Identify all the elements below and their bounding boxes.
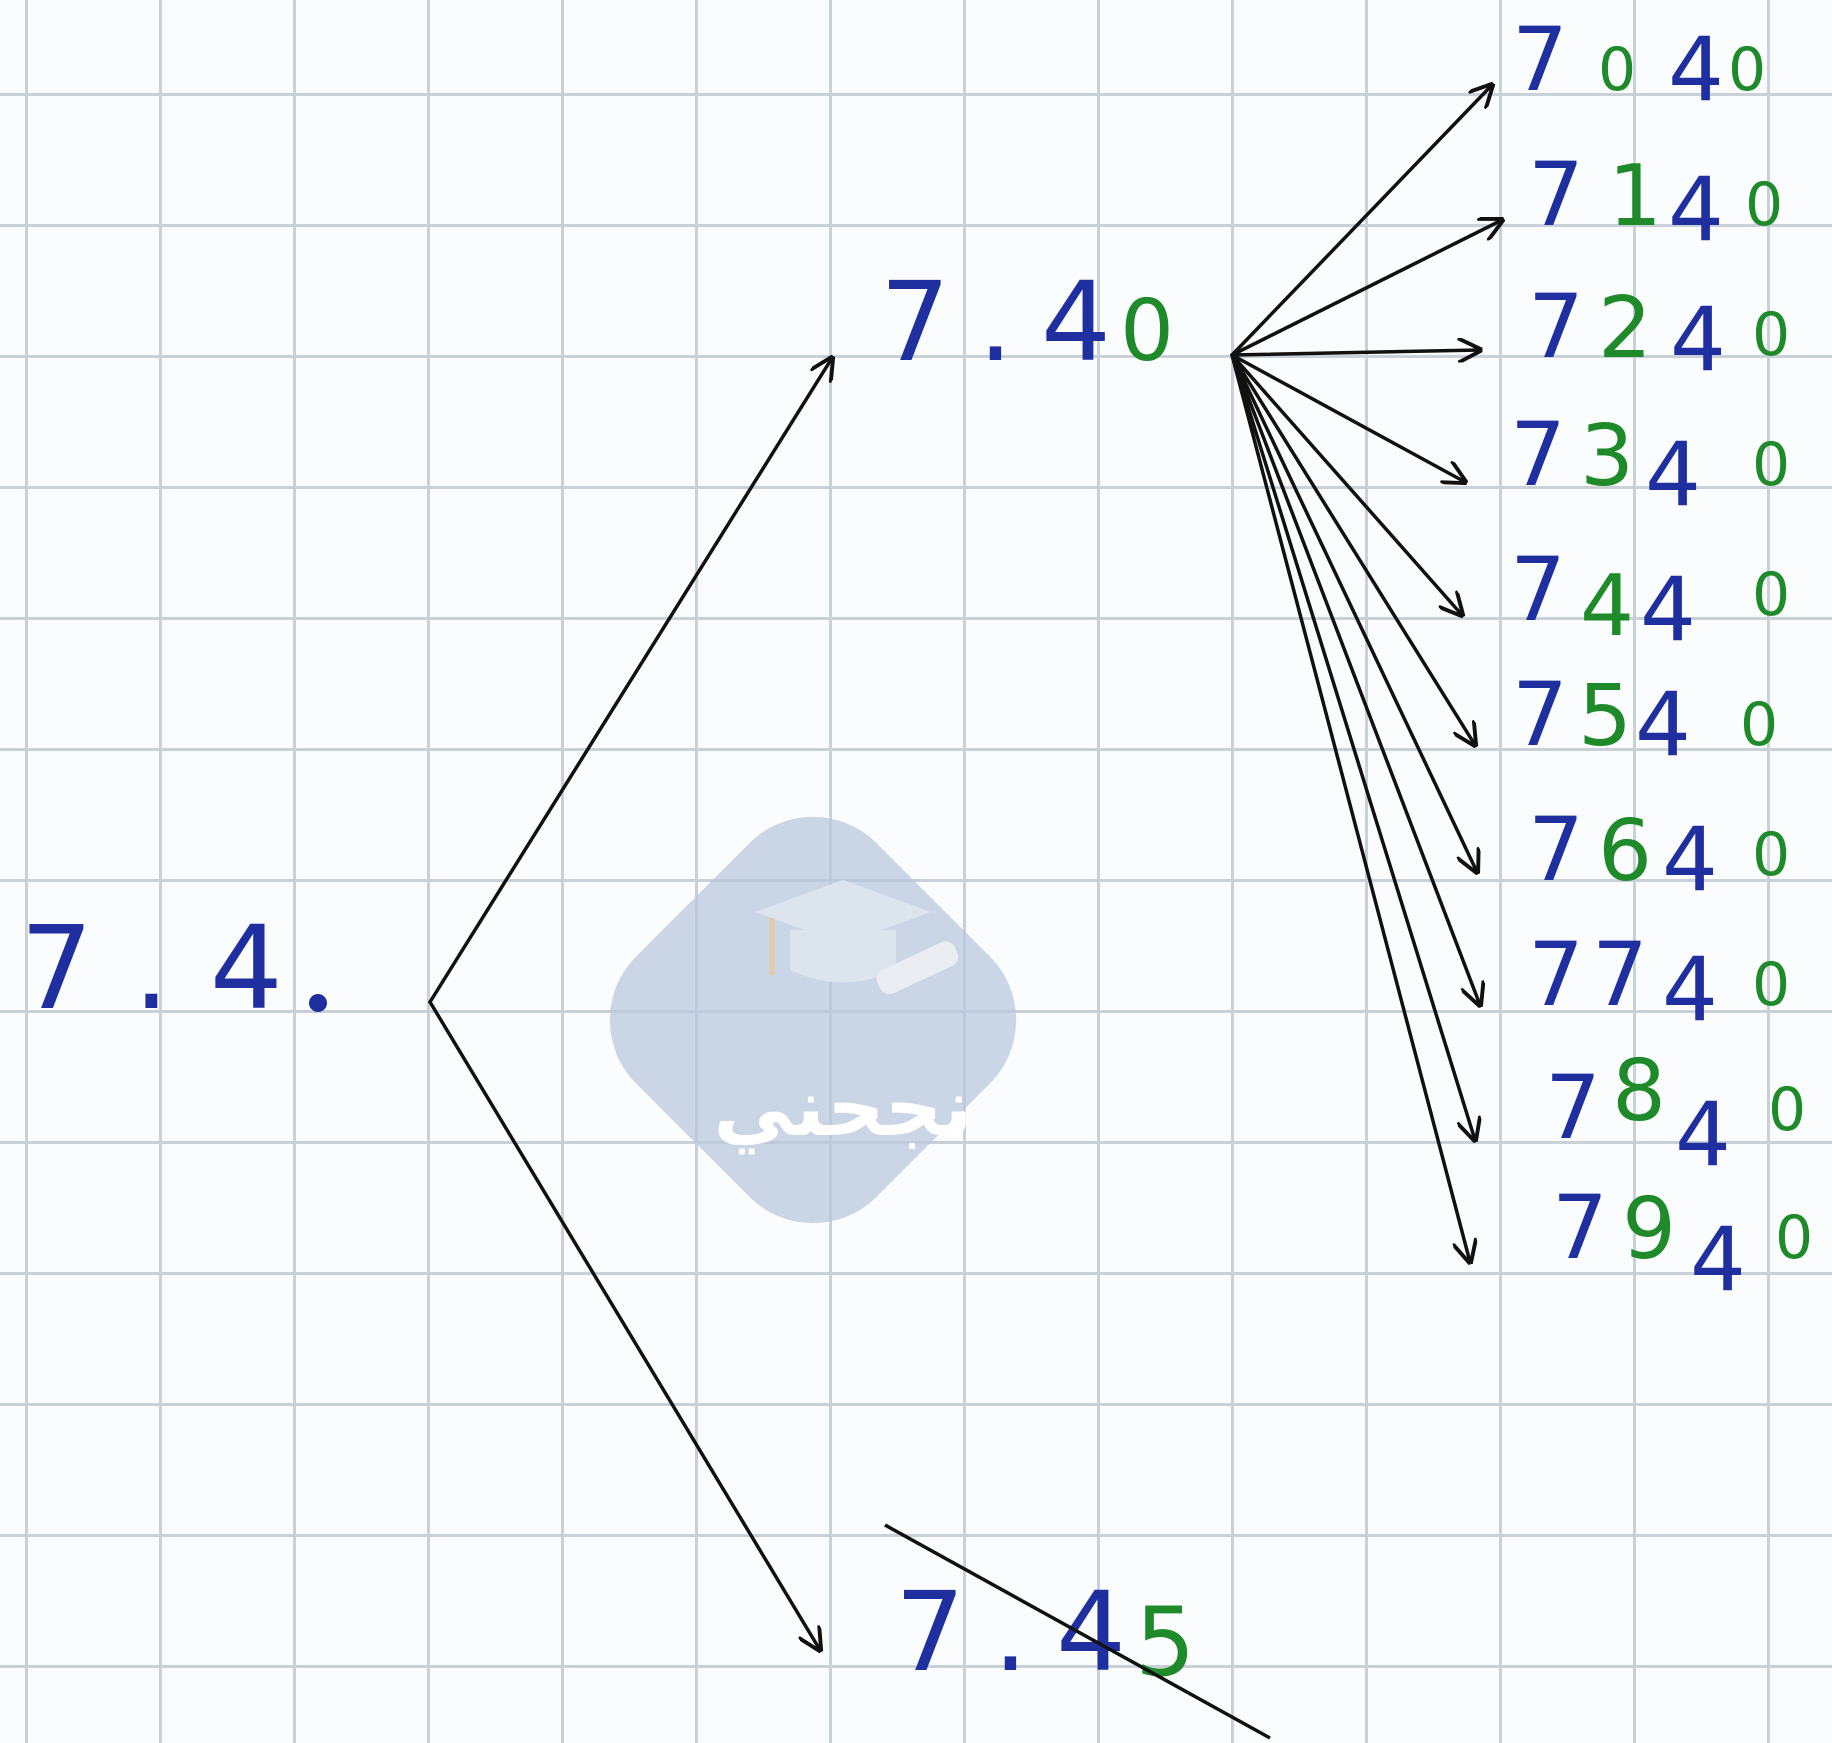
leaf-number: 7 3 4 0: [1510, 403, 1790, 526]
leaf-number: 7 6 4 0: [1528, 798, 1790, 911]
graduation-cap-icon: [755, 880, 959, 995]
leaf-digit: 0: [1752, 820, 1790, 890]
leaf-digit: 4: [1670, 288, 1726, 391]
leaf-digit: 7: [1528, 798, 1584, 901]
leaf-digit: 7: [1510, 403, 1566, 506]
branch-top-prefix: 7.4: [880, 258, 1139, 386]
leaf-number: 7 2 4 0: [1528, 275, 1790, 391]
leaf-digit: 0: [1752, 430, 1790, 500]
leaf-number: 7 9 4 0: [1552, 1176, 1813, 1311]
leaf-digit: 4: [1662, 938, 1718, 1041]
arrow-to-leaf: [1230, 353, 1462, 615]
leaf-digit: 5: [1578, 667, 1632, 766]
leaf-digit: 7: [1528, 275, 1584, 378]
leaf-digit: 7: [1528, 143, 1584, 246]
leaf-digit: 0: [1752, 950, 1790, 1020]
leaf-digit: 4: [1635, 673, 1691, 776]
leaf-numbers: 7 0 4 0 7 1 4 0 7 2 4 0 7 3 4 0 7 4 4 0: [1510, 8, 1813, 1311]
leaf-number: 7 0 4 0: [1512, 8, 1766, 121]
leaf-digit: 4: [1662, 808, 1718, 911]
leaf-digit: 4: [1640, 558, 1696, 661]
leaf-arrows: [1230, 85, 1502, 1262]
leaf-digit: 0: [1752, 560, 1790, 630]
leaf-digit: 0: [1752, 300, 1790, 370]
arrow-to-745: [428, 1000, 820, 1650]
leaf-digit: 7: [1592, 923, 1648, 1026]
leaf-digit: 0: [1598, 35, 1636, 105]
arrow-to-740: [428, 358, 832, 1004]
leaf-digit: 4: [1690, 1208, 1746, 1311]
watermark-text: نجحني: [714, 1061, 973, 1154]
leaf-digit: 0: [1728, 35, 1766, 105]
leaf-digit: 7: [1545, 1056, 1601, 1159]
leaf-digit: 4: [1675, 1083, 1731, 1186]
leaf-digit: 4: [1668, 158, 1724, 261]
leaf-number: 7 1 4 0: [1528, 143, 1783, 261]
leaf-digit: 4: [1580, 557, 1634, 656]
root-number: 7.4: [20, 902, 327, 1036]
leaf-number: 7 5 4 0: [1512, 663, 1778, 776]
leaf-digit: 0: [1775, 1203, 1813, 1273]
leaf-digit: 7: [1528, 923, 1584, 1026]
leaf-digit: 7: [1552, 1176, 1608, 1279]
arrow-to-leaf: [1230, 350, 1480, 355]
leaf-digit: 4: [1645, 423, 1701, 526]
branch-top-number: 7.4 0: [880, 258, 1174, 386]
arrow-to-leaf: [1230, 353, 1470, 1262]
leaf-digit: 4: [1668, 18, 1724, 121]
strike-through-line: [884, 1523, 1271, 1740]
leaf-digit: 7: [1512, 8, 1568, 111]
root-prefix: 7.4: [20, 902, 323, 1036]
root-blank-dot: [309, 994, 327, 1012]
leaf-digit: 0: [1740, 690, 1778, 760]
arrow-to-leaf: [1230, 353, 1477, 872]
arrow-to-leaf: [1230, 353, 1465, 482]
leaf-digit: 6: [1598, 802, 1652, 901]
arrow-to-leaf: [1230, 85, 1492, 357]
leaf-digit: 1: [1608, 147, 1662, 246]
branch-bottom-prefix: 7.4: [895, 1568, 1154, 1696]
leaf-digit: 0: [1745, 170, 1783, 240]
leaf-number: 7 7 4 0: [1528, 923, 1790, 1041]
branch-top-digit: 0: [1120, 282, 1174, 381]
watermark: نجحني: [609, 816, 1017, 1224]
leaf-number: 7 8 4 0: [1545, 1042, 1806, 1186]
arrow-to-leaf: [1230, 353, 1480, 1005]
watermark-badge: [609, 816, 1017, 1224]
leaf-digit: 9: [1622, 1180, 1676, 1279]
branch-bottom-number: 7.4 5: [884, 1523, 1271, 1740]
leaf-digit: 7: [1512, 663, 1568, 766]
leaf-number: 7 4 4 0: [1510, 538, 1790, 661]
leaf-digit: 3: [1580, 407, 1634, 506]
leaf-digit: 7: [1510, 538, 1566, 641]
arrow-to-leaf: [1230, 353, 1475, 1140]
arrow-to-leaf: [1230, 353, 1475, 745]
leaf-digit: 8: [1612, 1042, 1666, 1141]
leaf-digit: 2: [1598, 279, 1652, 378]
leaf-digit: 0: [1768, 1075, 1806, 1145]
arrow-to-leaf: [1230, 220, 1502, 357]
